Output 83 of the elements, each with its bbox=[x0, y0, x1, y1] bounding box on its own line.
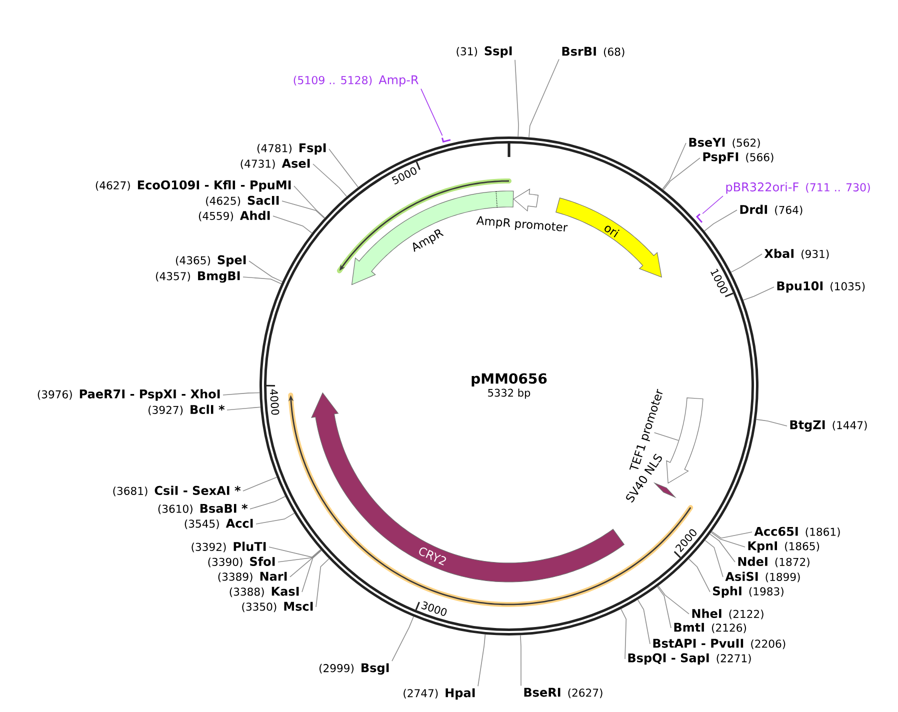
leader-line bbox=[478, 634, 486, 687]
leader-line bbox=[637, 599, 650, 644]
leader-line bbox=[272, 216, 312, 234]
leader-line bbox=[756, 419, 788, 426]
leader-line bbox=[688, 558, 710, 592]
site-label: (3350) MscI bbox=[242, 602, 313, 612]
leader-line bbox=[711, 531, 752, 539]
leader-line bbox=[256, 512, 295, 524]
site-label: DrdI (764) bbox=[740, 204, 802, 216]
site-label: (31) SspI bbox=[456, 46, 512, 58]
site-label: BseRI (2627) bbox=[524, 688, 602, 698]
site-label: BmtI (2126) bbox=[674, 622, 746, 634]
primer-label: (5109 .. 5128) Amp-R bbox=[294, 75, 418, 87]
site-label: (4731) AseI bbox=[240, 158, 310, 170]
site-label: (2747) HpaI bbox=[404, 688, 475, 700]
leader-line bbox=[654, 432, 679, 441]
site-label: AsiSI (1899) bbox=[725, 572, 800, 582]
site-label: (3610) BsaBI * bbox=[158, 504, 248, 514]
leader-line bbox=[662, 142, 686, 190]
site-label: (2999) BsgI bbox=[319, 663, 389, 675]
leader-line bbox=[528, 58, 560, 138]
leader-line bbox=[242, 276, 282, 284]
site-label: BtgZI (1447) bbox=[790, 420, 867, 432]
leader-line bbox=[662, 158, 700, 190]
site-label: BseYI (562) bbox=[689, 138, 760, 148]
leader-line bbox=[658, 586, 690, 614]
leader-line bbox=[514, 60, 519, 138]
leader-line bbox=[290, 550, 322, 578]
site-label: NheI (2122) bbox=[692, 608, 764, 620]
leader-line bbox=[656, 586, 672, 628]
leader-line bbox=[282, 200, 325, 219]
site-label: (3388) KasI bbox=[230, 586, 299, 598]
leader-line bbox=[268, 546, 322, 558]
site-label: PspFI (566) bbox=[703, 152, 774, 164]
leader-line bbox=[226, 406, 261, 410]
leader-line bbox=[312, 164, 348, 197]
site-label: BstAPI - PvuII (2206) bbox=[653, 638, 786, 650]
site-label: (3545) AccI bbox=[184, 518, 253, 530]
site-label: XbaI (931) bbox=[764, 248, 829, 260]
primer-mark bbox=[696, 213, 703, 223]
site-label: SphI (1983) bbox=[713, 586, 784, 598]
leader-line bbox=[316, 558, 330, 608]
leader-line bbox=[704, 540, 724, 578]
scale-label: 3000 bbox=[421, 601, 447, 616]
site-label: (3927) BclI * bbox=[148, 404, 225, 416]
site-label: BspQI - SapI (2271) bbox=[628, 653, 751, 665]
site-label: (4627) EcoO109I - KflI - PpuMI bbox=[96, 180, 291, 192]
site-label: (3976) PaeR7I - PspXI - XhoI bbox=[38, 389, 220, 401]
leader-line bbox=[328, 148, 359, 188]
site-label: NdeI (1872) bbox=[738, 556, 810, 568]
scale-label: 1000 bbox=[710, 268, 728, 294]
leader-line bbox=[248, 260, 283, 282]
site-label: (3392) PluTI bbox=[192, 542, 266, 552]
scale-label: 4000 bbox=[270, 389, 280, 415]
site-label: (3389) NarI bbox=[218, 572, 287, 582]
site-label: (3390) SfoI bbox=[208, 556, 275, 568]
site-label: (3681) CsiI - SexAI * bbox=[113, 486, 241, 496]
site-label: (4781) FspI bbox=[257, 143, 326, 155]
leader-line bbox=[278, 550, 322, 562]
leader-line bbox=[704, 210, 738, 232]
leader-line bbox=[742, 286, 774, 301]
leader-line bbox=[702, 196, 724, 214]
leader-line bbox=[392, 616, 414, 662]
leader-line bbox=[730, 254, 762, 273]
site-label: (4357) BmgBI bbox=[156, 271, 240, 283]
site-label: KpnI (1865) bbox=[748, 541, 820, 553]
leader-line bbox=[294, 186, 326, 218]
leader-line bbox=[242, 476, 278, 492]
site-label: Bpu10I (1035) bbox=[777, 281, 865, 293]
leader-line bbox=[710, 532, 746, 548]
primer-mark bbox=[442, 138, 451, 143]
site-label: (4625) SacII bbox=[206, 196, 279, 206]
site-label: (4365) SpeI bbox=[176, 255, 246, 267]
site-label: (4559) AhdI bbox=[198, 210, 270, 222]
site-label: BsrBI (68) bbox=[562, 46, 624, 58]
leader-line bbox=[709, 534, 736, 562]
site-label: Acc65I (1861) bbox=[754, 526, 840, 538]
leader-line bbox=[520, 634, 522, 686]
leader-line bbox=[250, 496, 286, 510]
primer-label: pBR322ori-F (711 .. 730) bbox=[726, 182, 870, 194]
leader-line bbox=[620, 608, 627, 660]
leader-line bbox=[222, 392, 260, 396]
leader-line bbox=[302, 550, 322, 592]
